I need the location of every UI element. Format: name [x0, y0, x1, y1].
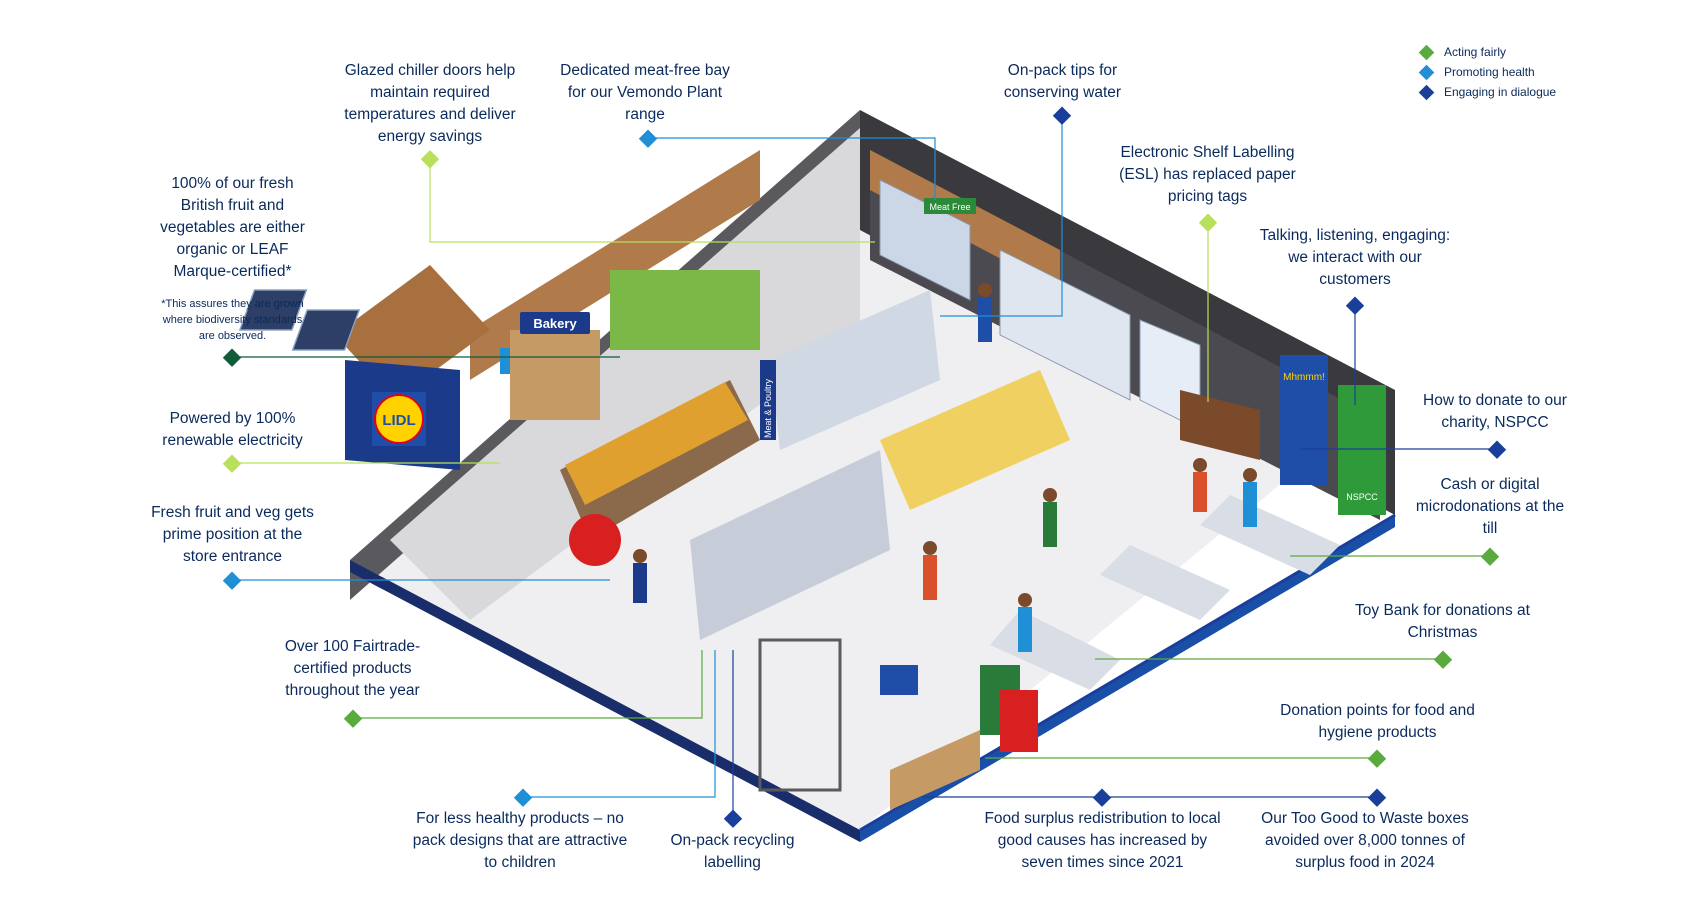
- connector-line: [429, 160, 875, 243]
- callout-esl: Electronic Shelf Labelling (ESL) has rep…: [1119, 144, 1296, 205]
- callout-fresh-position: Fresh fruit and veg gets prime position …: [151, 504, 314, 565]
- callout-british-note: *This assures they are grown where biodi…: [161, 298, 304, 342]
- connector-line: [648, 137, 936, 200]
- legend-item: Engaging in dialogue: [1418, 82, 1556, 102]
- callout-too-good: Our Too Good to Waste boxes avoided over…: [1261, 810, 1469, 871]
- connector-line: [523, 650, 716, 798]
- shopper: [1018, 593, 1032, 607]
- callout-british-produce: 100% of our fresh British fruit and vege…: [160, 175, 305, 280]
- shopper: [923, 541, 937, 555]
- lidl-logo-text: LIDL: [382, 412, 415, 429]
- donation-bin: [1000, 690, 1038, 752]
- marker-diamond: [222, 454, 242, 473]
- legend: Acting fairly Promoting health Engaging …: [1418, 42, 1556, 102]
- marker-diamond: [420, 150, 440, 169]
- callout-fairtrade: Over 100 Fairtrade-certified products th…: [284, 638, 421, 699]
- shopper: [1243, 468, 1257, 482]
- marker-diamond: [222, 348, 242, 367]
- marker-diamond: [1487, 440, 1507, 459]
- shopper: [978, 297, 992, 342]
- meat-sign: [760, 360, 776, 440]
- produce-wall: [610, 270, 760, 350]
- poster-mhmmm: [1280, 355, 1328, 485]
- marker-diamond: [723, 809, 743, 828]
- marker-diamond: [222, 571, 242, 590]
- legend-label: Acting fairly: [1444, 45, 1507, 59]
- poster-mhmmm-text: Mhmmm!: [1283, 372, 1325, 383]
- shopper: [923, 555, 937, 600]
- shopper: [1193, 458, 1207, 472]
- marker-diamond: [1345, 296, 1365, 315]
- shopper: [978, 283, 992, 297]
- central-shelf: [690, 450, 890, 640]
- callout-microdonations: Cash or digital microdonations at the ti…: [1415, 476, 1565, 537]
- bakery-sign-text: Bakery: [533, 316, 577, 331]
- shopper: [1243, 482, 1257, 527]
- callout-nspcc: How to donate to our charity, NSPCC: [1423, 392, 1567, 431]
- till-counter: [1100, 545, 1230, 620]
- legend-label: Promoting health: [1444, 65, 1535, 79]
- bakery-sign: [520, 312, 590, 334]
- callout-recycling: On-pack recycling labelling: [670, 832, 795, 871]
- marker-diamond: [513, 788, 533, 807]
- till-counter: [1200, 495, 1340, 575]
- connector-line: [940, 115, 1063, 317]
- solar-panel: [238, 289, 308, 331]
- legend-swatch: [1418, 84, 1435, 100]
- callout-renewable: Powered by 100% renewable electricity: [162, 410, 303, 449]
- callout-less-healthy: For less healthy products – no pack desi…: [412, 810, 628, 871]
- marker-diamond: [1480, 547, 1500, 566]
- poster-nspcc: [1338, 385, 1386, 515]
- basket-stack: [880, 665, 918, 695]
- callout-food-surplus: Food surplus redistribution to local goo…: [984, 810, 1221, 871]
- entrance-door: [758, 638, 842, 792]
- bakery-shelf: [510, 330, 600, 420]
- shopper: [1193, 472, 1207, 512]
- callout-water-tips: On-pack tips for conserving water: [1003, 62, 1122, 101]
- wood-panel: [870, 150, 1060, 290]
- callout-talking: Talking, listening, engaging: we interac…: [1259, 227, 1451, 288]
- back-left-wall-inner: [390, 128, 860, 620]
- marker-diamond: [1092, 788, 1112, 807]
- legend-label: Engaging in dialogue: [1444, 85, 1557, 99]
- solar-panel: [291, 309, 361, 351]
- callout-meat-free-bay: Dedicated meat-free bay for our Vemondo …: [560, 62, 730, 123]
- cheese-chiller: [880, 370, 1070, 510]
- callout-chiller-doors: Glazed chiller doors help maintain requi…: [344, 62, 516, 145]
- poster-nspcc-text: NSPCC: [1346, 492, 1378, 502]
- shopper: [1043, 502, 1057, 547]
- fruit-veg-rack-end: [569, 514, 621, 566]
- meat-sign-text: Meat & Poultry: [763, 378, 773, 438]
- shopper: [633, 563, 647, 603]
- shopper: [1043, 488, 1057, 502]
- connector-line: [353, 650, 703, 719]
- marker-diamond: [1367, 788, 1387, 807]
- marker-diamond: [1433, 650, 1453, 669]
- marker-diamond: [1052, 106, 1072, 125]
- fruit-veg-produce: [565, 382, 748, 505]
- meat-free-sign-text: Meat Free: [929, 202, 970, 212]
- shopper: [1018, 607, 1032, 652]
- too-good-to-waste-crate: [890, 730, 980, 810]
- meat-aisle-shelf: [770, 290, 940, 450]
- meat-free-sign: [924, 198, 976, 214]
- legend-item: Promoting health: [1418, 62, 1556, 82]
- wine-shelf: [1180, 390, 1260, 460]
- front-edge-right: [860, 515, 1395, 842]
- marker-diamond: [638, 129, 658, 148]
- lidl-logo-circle: [374, 394, 424, 444]
- marker-diamond: [1367, 749, 1387, 768]
- callout-donation-points: Donation points for food and hygiene pro…: [1280, 702, 1475, 741]
- shopper: [633, 549, 647, 563]
- legend-swatch: [1418, 44, 1435, 60]
- marker-diamond: [343, 709, 363, 728]
- drinks-chiller: [999, 249, 1131, 401]
- callout-toy-bank: Toy Bank for donations at Christmas: [1355, 602, 1530, 641]
- legend-swatch: [1418, 64, 1435, 80]
- marker-diamond: [1198, 213, 1218, 232]
- legend-item: Acting fairly: [1418, 42, 1556, 62]
